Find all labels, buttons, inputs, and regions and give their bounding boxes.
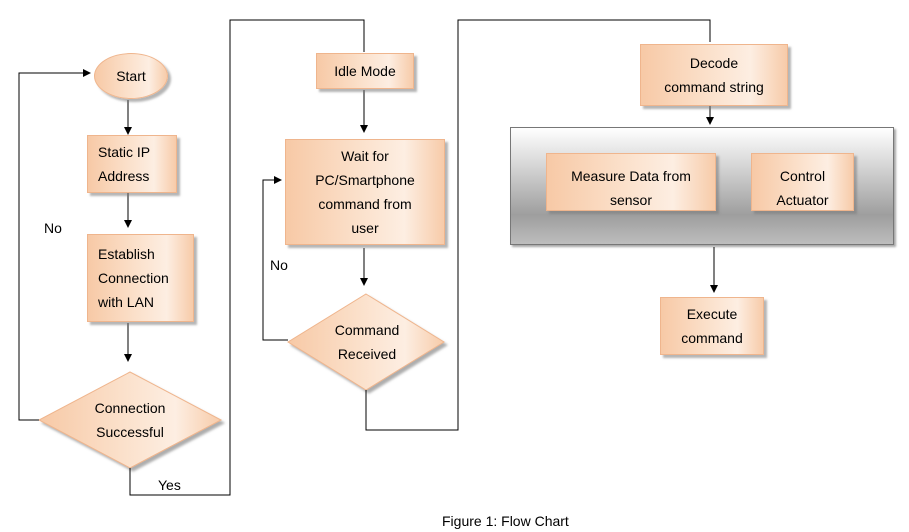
decode-command-node: Decode command string <box>640 44 788 106</box>
control-actuator-node: Control Actuator <box>751 153 854 211</box>
execute-command-node: Execute command <box>660 297 764 355</box>
loop-no-back-to-wait <box>262 176 288 341</box>
command-received-text: Command Received <box>334 322 400 362</box>
label-no-command: No <box>270 257 288 273</box>
start-node: Start <box>94 53 168 99</box>
label-yes-connection: Yes <box>158 477 181 493</box>
measure-data-node: Measure Data from sensor <box>546 153 716 211</box>
loop-no-back-to-start <box>18 69 91 421</box>
idle-mode-node: Idle Mode <box>316 53 414 89</box>
establish-connection-node: Establish Connection with LAN <box>87 234 194 322</box>
connection-successful-text: Connection Successful <box>94 400 166 440</box>
wait-for-command-node: Wait for PC/Smartphone command from user <box>285 139 445 245</box>
label-no-connection: No <box>44 220 62 236</box>
path-received-to-decode <box>365 19 711 431</box>
figure-caption: Figure 1: Flow Chart <box>442 513 569 529</box>
static-ip-node: Static IP Address <box>87 135 177 193</box>
path-yes-to-idle-mode <box>129 19 365 496</box>
